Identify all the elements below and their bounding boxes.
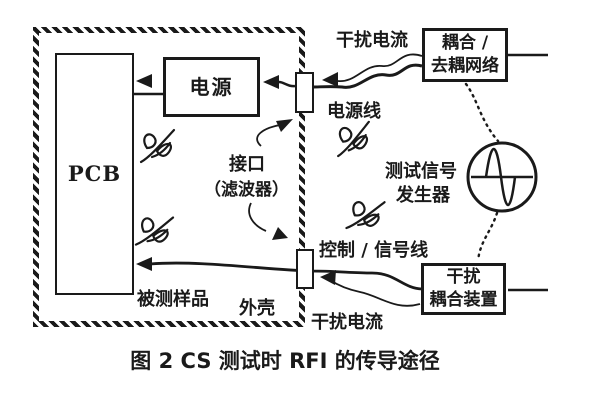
radiated-emission-icon [134, 211, 175, 251]
control-signal-line-label: 控制 / 信号线 [319, 240, 429, 261]
power-supply-box: 电源 [163, 57, 260, 117]
arrowhead-into-pcb-bottom [136, 257, 152, 271]
power-line-pcb-segment [133, 74, 163, 96]
interference-current-top-label: 干扰电流 [336, 30, 408, 51]
arrowhead-into-power-supply [263, 75, 279, 89]
interface-callout-arrow-down [248, 202, 288, 240]
arrowhead-into-pcb [136, 74, 152, 88]
interface-callout-arrow-up [256, 119, 293, 147]
coupler-label-line1: 干扰 [446, 267, 481, 288]
coupling-decoupling-network-box: 耦合 / 去耦网络 [422, 28, 508, 82]
power-line-label: 电源线 [327, 101, 381, 122]
pcb-box: PCB [55, 53, 134, 295]
generator-dotted-link-bottom [476, 211, 499, 263]
power-line-cdn-segment [312, 63, 423, 89]
radiated-emission-icon [139, 128, 176, 164]
wall-filter-bottom [296, 249, 314, 289]
radiated-emission-icon [345, 195, 386, 235]
coupler-label-line2: 耦合装置 [429, 290, 498, 310]
eut-sample-label: 被测样品 [137, 289, 209, 310]
arrowhead-into-bottom-filter [320, 270, 336, 285]
control-signal-line-path [136, 257, 423, 291]
wall-filter-top [295, 72, 314, 113]
interference-current-bottom-label: 干扰电流 [311, 312, 383, 333]
figure-caption: 图 2 CS 测试时 RFI 的传导途径 [130, 349, 440, 373]
power-line-filter-segment [263, 75, 296, 89]
interference-current-arrow-bottom [320, 270, 421, 307]
pcb-label: PCB [67, 160, 122, 186]
cdn-label-line2: 去耦网络 [431, 56, 499, 76]
arrowhead-to-top-filter [276, 119, 293, 132]
interface-filter-label: （滤波器） [204, 180, 289, 200]
interface-label: 接口 [229, 154, 265, 175]
generator-dotted-link-top [464, 82, 500, 143]
radiated-emission-icon [334, 120, 373, 158]
signal-generator-icon [466, 141, 538, 213]
test-signal-generator-label-line1: 测试信号 [385, 161, 457, 182]
arrowhead-to-bottom-filter [272, 227, 288, 240]
interference-current-arrow-top [322, 53, 423, 87]
arrowhead-into-top-filter [322, 72, 338, 87]
interference-coupler-box: 干扰 耦合装置 [421, 263, 506, 315]
test-signal-generator-label-line2: 发生器 [396, 185, 450, 206]
enclosure-label: 外壳 [239, 298, 275, 319]
power-supply-label: 电源 [189, 74, 234, 99]
cdn-label-line1: 耦合 / [441, 33, 489, 54]
